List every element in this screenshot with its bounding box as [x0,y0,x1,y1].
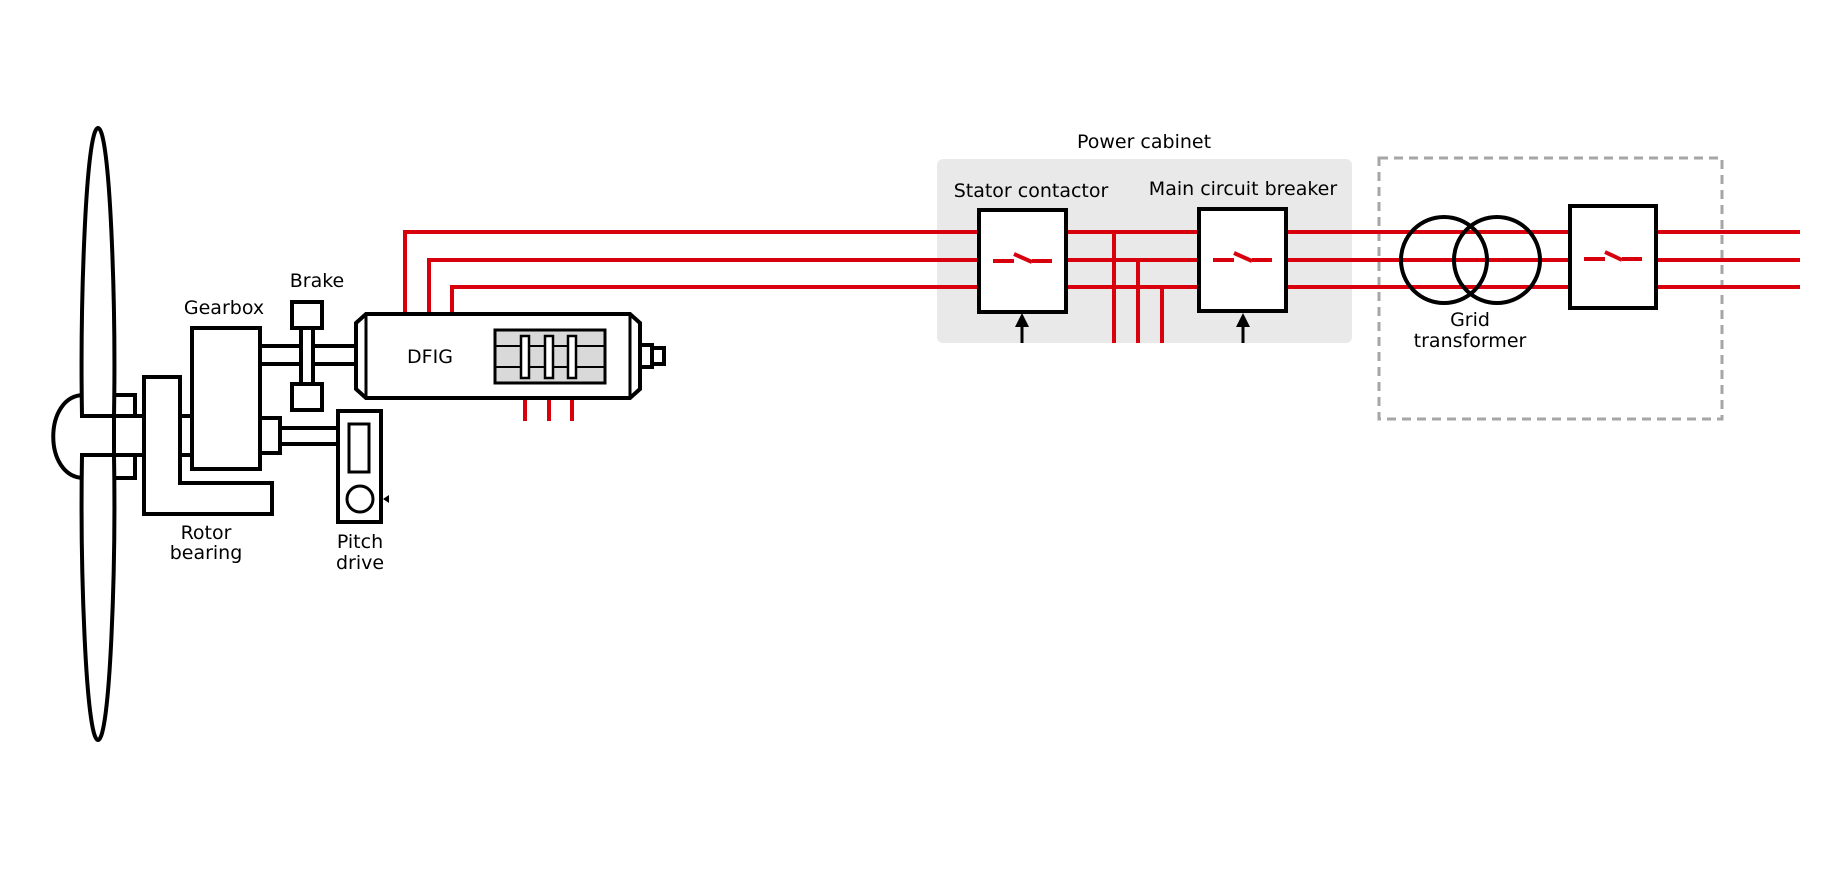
phase-line-2 [427,258,1800,315]
arrow-up-icon [1236,313,1250,327]
wind-turbine-rotor [51,125,137,743]
dfig-label: DFIG [407,346,453,368]
arrow-up-icon [1015,313,1029,327]
switch-symbol-icon [1584,250,1642,262]
brake: Brake [290,270,345,412]
gearbox [190,326,262,471]
rotor-bearing-label-line1: Rotor [181,522,232,544]
rotor-bearing-label-line2: bearing [170,542,243,564]
grid-transformer: Grid transformer [1399,215,1542,352]
pitch-shaft [276,426,340,446]
stator-contactor-box [977,208,1068,314]
main-circuit-breaker-label: Main circuit breaker [1149,178,1338,200]
switch-symbol-icon [1213,251,1272,263]
grid-transformer-label-line2: transformer [1414,330,1527,352]
lower-blade [79,453,117,743]
grid-transformer-label-line1: Grid [1450,309,1490,331]
main-circuit-breaker: Main circuit breaker [1149,178,1338,343]
pitch-drive-label-line1: Pitch [337,531,383,553]
pitch-drive-motor-icon [345,484,375,514]
three-phase-power-lines [403,230,1800,421]
brake-caliper-top [290,300,324,330]
brake-label: Brake [290,270,345,292]
dfig-shaft-tip [650,346,666,366]
transformer-secondary-winding-icon [1452,215,1542,305]
rotor-bearing [142,375,274,516]
main-circuit-breaker-box [1197,207,1288,313]
pitch-drive-pointer-icon [383,495,389,503]
slip-rings-icon [493,328,607,385]
power-cabinet-label: Power cabinet [1077,131,1211,153]
grid-side-breaker [1568,204,1658,310]
stator-contactor-label: Stator contactor [954,180,1109,202]
gearbox-label: Gearbox [184,297,264,319]
pitch-drive-label-line2: drive [336,552,384,574]
switch-symbol-icon [993,252,1052,264]
pitch-drive-display [347,422,371,474]
brake-caliper-bottom [290,382,324,412]
phase-line-3 [450,285,1800,315]
phase-line-1 [403,230,1800,315]
gearbox-output-stub [258,416,282,455]
pitch-drive: Pitch drive [336,409,389,574]
upper-blade [79,125,117,418]
stator-contactor: Stator contactor [954,180,1109,343]
dfig-generator: DFIG [354,312,666,400]
transformer-primary-winding-icon [1399,215,1489,305]
